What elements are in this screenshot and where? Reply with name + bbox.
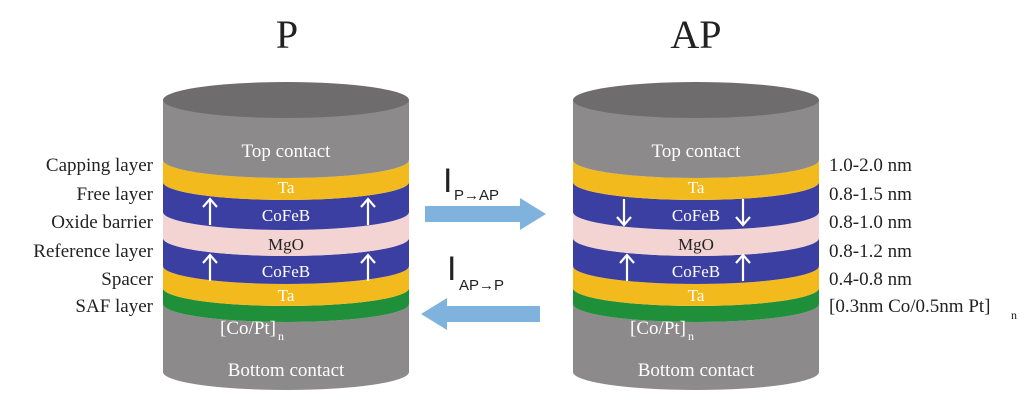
free-layer-arrow-up-icon (202, 197, 376, 225)
ta-label: Ta (688, 178, 705, 197)
current-subscript: AP→P (459, 277, 504, 294)
top-contact-label: Top contact (242, 141, 332, 162)
top-cap-ellipse (573, 82, 819, 118)
thickness-capping: 1.0-2.0 nm (829, 155, 912, 176)
layer-names: Capping layer Free layer Oxide barrier R… (33, 155, 153, 317)
current-ap-to-p: I AP→P (421, 250, 540, 330)
cofeb-reference-layer (163, 238, 409, 284)
layer-name-reference: Reference layer (33, 241, 153, 262)
pillar-p: Top contact Ta CoFeB MgO CoFeB Ta [Co/Pt… (163, 82, 409, 390)
cofeb-label: CoFeB (262, 206, 310, 225)
bottom-contact-label: Bottom contact (228, 360, 345, 381)
mgo-layer (573, 212, 819, 256)
layer-name-saf: SAF layer (75, 296, 153, 317)
thickness-saf: [0.3nm Co/0.5nm Pt] (829, 296, 991, 317)
bottom-contact-layer (163, 304, 409, 390)
top-contact-label: Top contact (652, 141, 742, 162)
top-contact-layer (573, 100, 819, 178)
layer-name-capping: Capping layer (46, 155, 154, 176)
copt-layer (163, 288, 409, 322)
mgo-label: MgO (678, 235, 714, 254)
ta-spacer-layer (163, 266, 409, 306)
cofeb-free-layer (163, 182, 409, 230)
copt-label: [Co/Pt] (630, 318, 686, 339)
thickness-free: 0.8-1.5 nm (829, 184, 912, 205)
ta-capping-layer (573, 160, 819, 200)
free-layer-arrow-down-icon (616, 199, 751, 227)
current-symbol: I (447, 250, 456, 288)
state-title-p: P (276, 12, 298, 57)
ta-label: Ta (688, 286, 705, 305)
layer-name-spacer: Spacer (101, 269, 153, 290)
layer-name-free: Free layer (77, 184, 154, 205)
cofeb-label: CoFeB (672, 262, 720, 281)
ta-spacer-layer (573, 266, 819, 306)
copt-label: [Co/Pt] (220, 318, 276, 339)
current-subscript: P→AP (454, 187, 499, 204)
top-contact-layer (163, 100, 409, 178)
thickness-list: 1.0-2.0 nm 0.8-1.5 nm 0.8-1.0 nm 0.8-1.2… (829, 155, 1017, 322)
thickness-spacer: 0.4-0.8 nm (829, 269, 912, 290)
reference-layer-arrow-up-icon (619, 253, 751, 281)
ta-label: Ta (278, 178, 295, 197)
arrow-left-icon (421, 298, 540, 330)
cofeb-label: CoFeB (262, 262, 310, 281)
thickness-oxide: 0.8-1.0 nm (829, 212, 912, 233)
pillar-ap: Top contact Ta CoFeB MgO CoFeB Ta [Co/Pt… (573, 82, 819, 390)
copt-label-main: [Co/Pt] (220, 318, 276, 339)
reference-layer-arrow-up-icon (202, 253, 376, 281)
current-p-to-ap: I P→AP (425, 162, 546, 230)
copt-label-sub: n (278, 329, 284, 343)
layer-name-oxide: Oxide barrier (51, 212, 153, 233)
mgo-label: MgO (268, 235, 304, 254)
copt-layer (573, 288, 819, 322)
top-cap-ellipse (163, 82, 409, 118)
current-symbol: I (443, 162, 452, 200)
thickness-reference: 0.8-1.2 nm (829, 241, 912, 262)
thickness-saf-sub: n (1011, 308, 1017, 322)
state-title-ap: AP (670, 12, 721, 57)
bottom-contact-label: Bottom contact (638, 360, 755, 381)
cofeb-label: CoFeB (672, 206, 720, 225)
cofeb-free-layer (573, 182, 819, 230)
copt-label-sub: n (688, 329, 694, 343)
ta-capping-layer (163, 160, 409, 200)
bottom-contact-layer (573, 304, 819, 390)
ta-label: Ta (278, 286, 295, 305)
cofeb-reference-layer (573, 238, 819, 284)
copt-label-main: [Co/Pt] (630, 318, 686, 339)
arrow-right-icon (425, 198, 546, 230)
mgo-layer (163, 212, 409, 256)
